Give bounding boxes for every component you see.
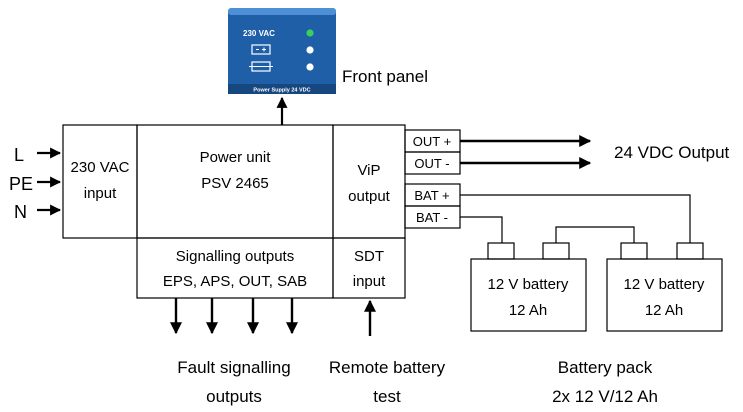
bat-plus-wire — [460, 194, 691, 243]
battery-link-wire — [555, 226, 635, 243]
power-unit-line2: PSV 2465 — [201, 175, 269, 192]
sdt-line2: input — [353, 273, 386, 290]
battery-1-terminal-minus — [487, 242, 515, 260]
input-l-label: L — [14, 145, 24, 165]
front-panel-caption: Front panel — [342, 67, 428, 86]
power-led-icon — [306, 29, 314, 37]
front-panel-device: 230 VAC Power Supply 24 VDC — [228, 8, 336, 94]
terminal-out-minus-label: OUT - — [414, 156, 449, 171]
battery-2-terminal-minus — [620, 242, 648, 260]
front-panel-top-edge — [228, 8, 336, 15]
signalling-line1: Signalling outputs — [176, 248, 294, 265]
terminal-bat-minus-label: BAT - — [416, 210, 448, 225]
pack-caption-line1: Battery pack — [558, 358, 653, 377]
battery-1-body — [470, 258, 587, 332]
battery-2-body — [606, 258, 723, 332]
power-unit-line1: Power unit — [200, 149, 272, 166]
fault-caption-line2: outputs — [206, 387, 262, 406]
battery-1-line2: 12 Ah — [509, 302, 547, 319]
front-panel-footer-bar — [228, 84, 336, 94]
remote-caption-line1: Remote battery — [329, 358, 446, 377]
input-pe-label: PE — [9, 174, 33, 194]
sdt-block — [332, 237, 406, 299]
input-block-line2: input — [84, 185, 117, 202]
battery-1-terminal-plus — [542, 242, 570, 260]
front-panel-footer: Power Supply 24 VDC — [253, 88, 310, 94]
input-block — [62, 124, 138, 239]
battery-1-line1: 12 V battery — [488, 276, 569, 293]
battery-icon — [251, 44, 271, 55]
pack-caption-line2: 2x 12 V/12 Ah — [552, 387, 658, 406]
front-panel-voltage: 230 VAC — [243, 29, 275, 38]
input-block-line1: 230 VAC — [71, 159, 130, 176]
battery-led-icon — [306, 46, 314, 54]
input-n-label: N — [14, 202, 27, 222]
battery-2-line2: 12 Ah — [645, 302, 683, 319]
output-label: 24 VDC Output — [614, 143, 730, 162]
signalling-line2: EPS, APS, OUT, SAB — [163, 273, 307, 290]
front-panel-body — [228, 8, 336, 94]
battery-2-line1: 12 V battery — [624, 276, 705, 293]
vip-line2: output — [348, 188, 391, 205]
remote-caption-line2: test — [373, 387, 401, 406]
fuse-led-icon — [306, 63, 314, 71]
terminal-bat-plus-label: BAT + — [414, 188, 449, 203]
bat-minus-wire — [460, 216, 503, 243]
vip-output-block — [332, 124, 406, 239]
sdt-line1: SDT — [354, 248, 384, 265]
fault-caption-line1: Fault signalling — [177, 358, 290, 377]
fuse-icon — [249, 61, 273, 72]
battery-2-terminal-plus — [676, 242, 704, 260]
vip-line1: ViP — [357, 162, 380, 179]
terminal-out-plus-label: OUT + — [413, 134, 451, 149]
